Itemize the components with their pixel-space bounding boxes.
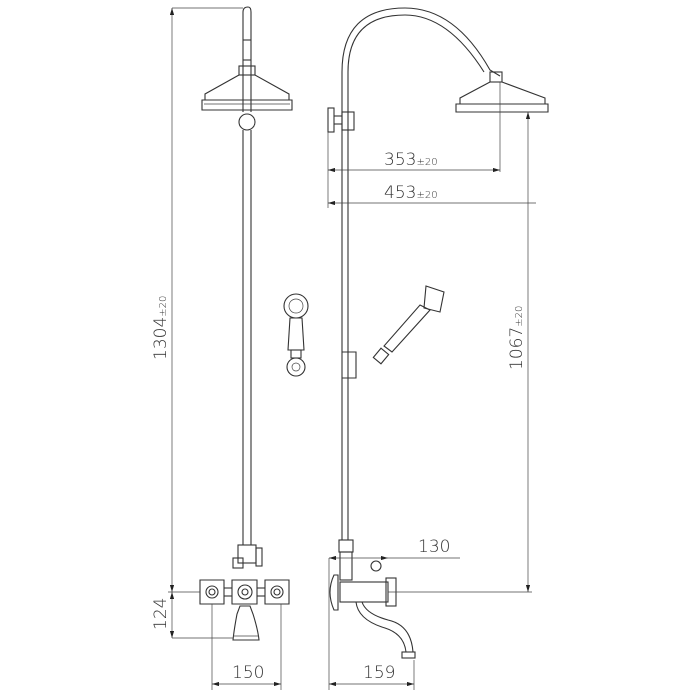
dim-150: 150 bbox=[232, 663, 264, 683]
front-riser-arm bbox=[242, 6, 252, 112]
dim-353: 353±20 bbox=[384, 150, 438, 170]
side-gooseneck bbox=[341, 7, 501, 540]
side-view bbox=[327, 7, 549, 659]
side-spout bbox=[350, 601, 414, 653]
dimension-lines bbox=[168, 7, 536, 690]
side-hand-shower-bracket bbox=[342, 351, 357, 379]
dimension-labels: 1304±20 124 150 353±20 453±20 1067±20 13… bbox=[151, 150, 527, 683]
front-valve-handles bbox=[199, 579, 290, 605]
front-shower-head bbox=[201, 74, 293, 111]
side-valve-body bbox=[339, 581, 389, 603]
dim-1067: 1067±20 bbox=[507, 306, 527, 370]
side-wall-flange bbox=[329, 574, 339, 611]
front-head-connector bbox=[238, 65, 256, 76]
side-shower-head bbox=[455, 81, 549, 113]
side-hand-shower bbox=[342, 285, 445, 379]
dim-130: 130 bbox=[418, 537, 450, 557]
dim-159: 159 bbox=[363, 663, 395, 683]
front-diverter bbox=[237, 544, 257, 564]
dim-124: 124 bbox=[151, 598, 171, 630]
front-spout bbox=[232, 605, 260, 641]
side-mount bbox=[341, 111, 355, 131]
front-view bbox=[199, 6, 309, 641]
front-hand-shower bbox=[283, 293, 309, 377]
dim-1304: 1304±20 bbox=[151, 296, 171, 360]
front-mount bbox=[238, 113, 256, 131]
dim-453: 453±20 bbox=[384, 183, 438, 203]
